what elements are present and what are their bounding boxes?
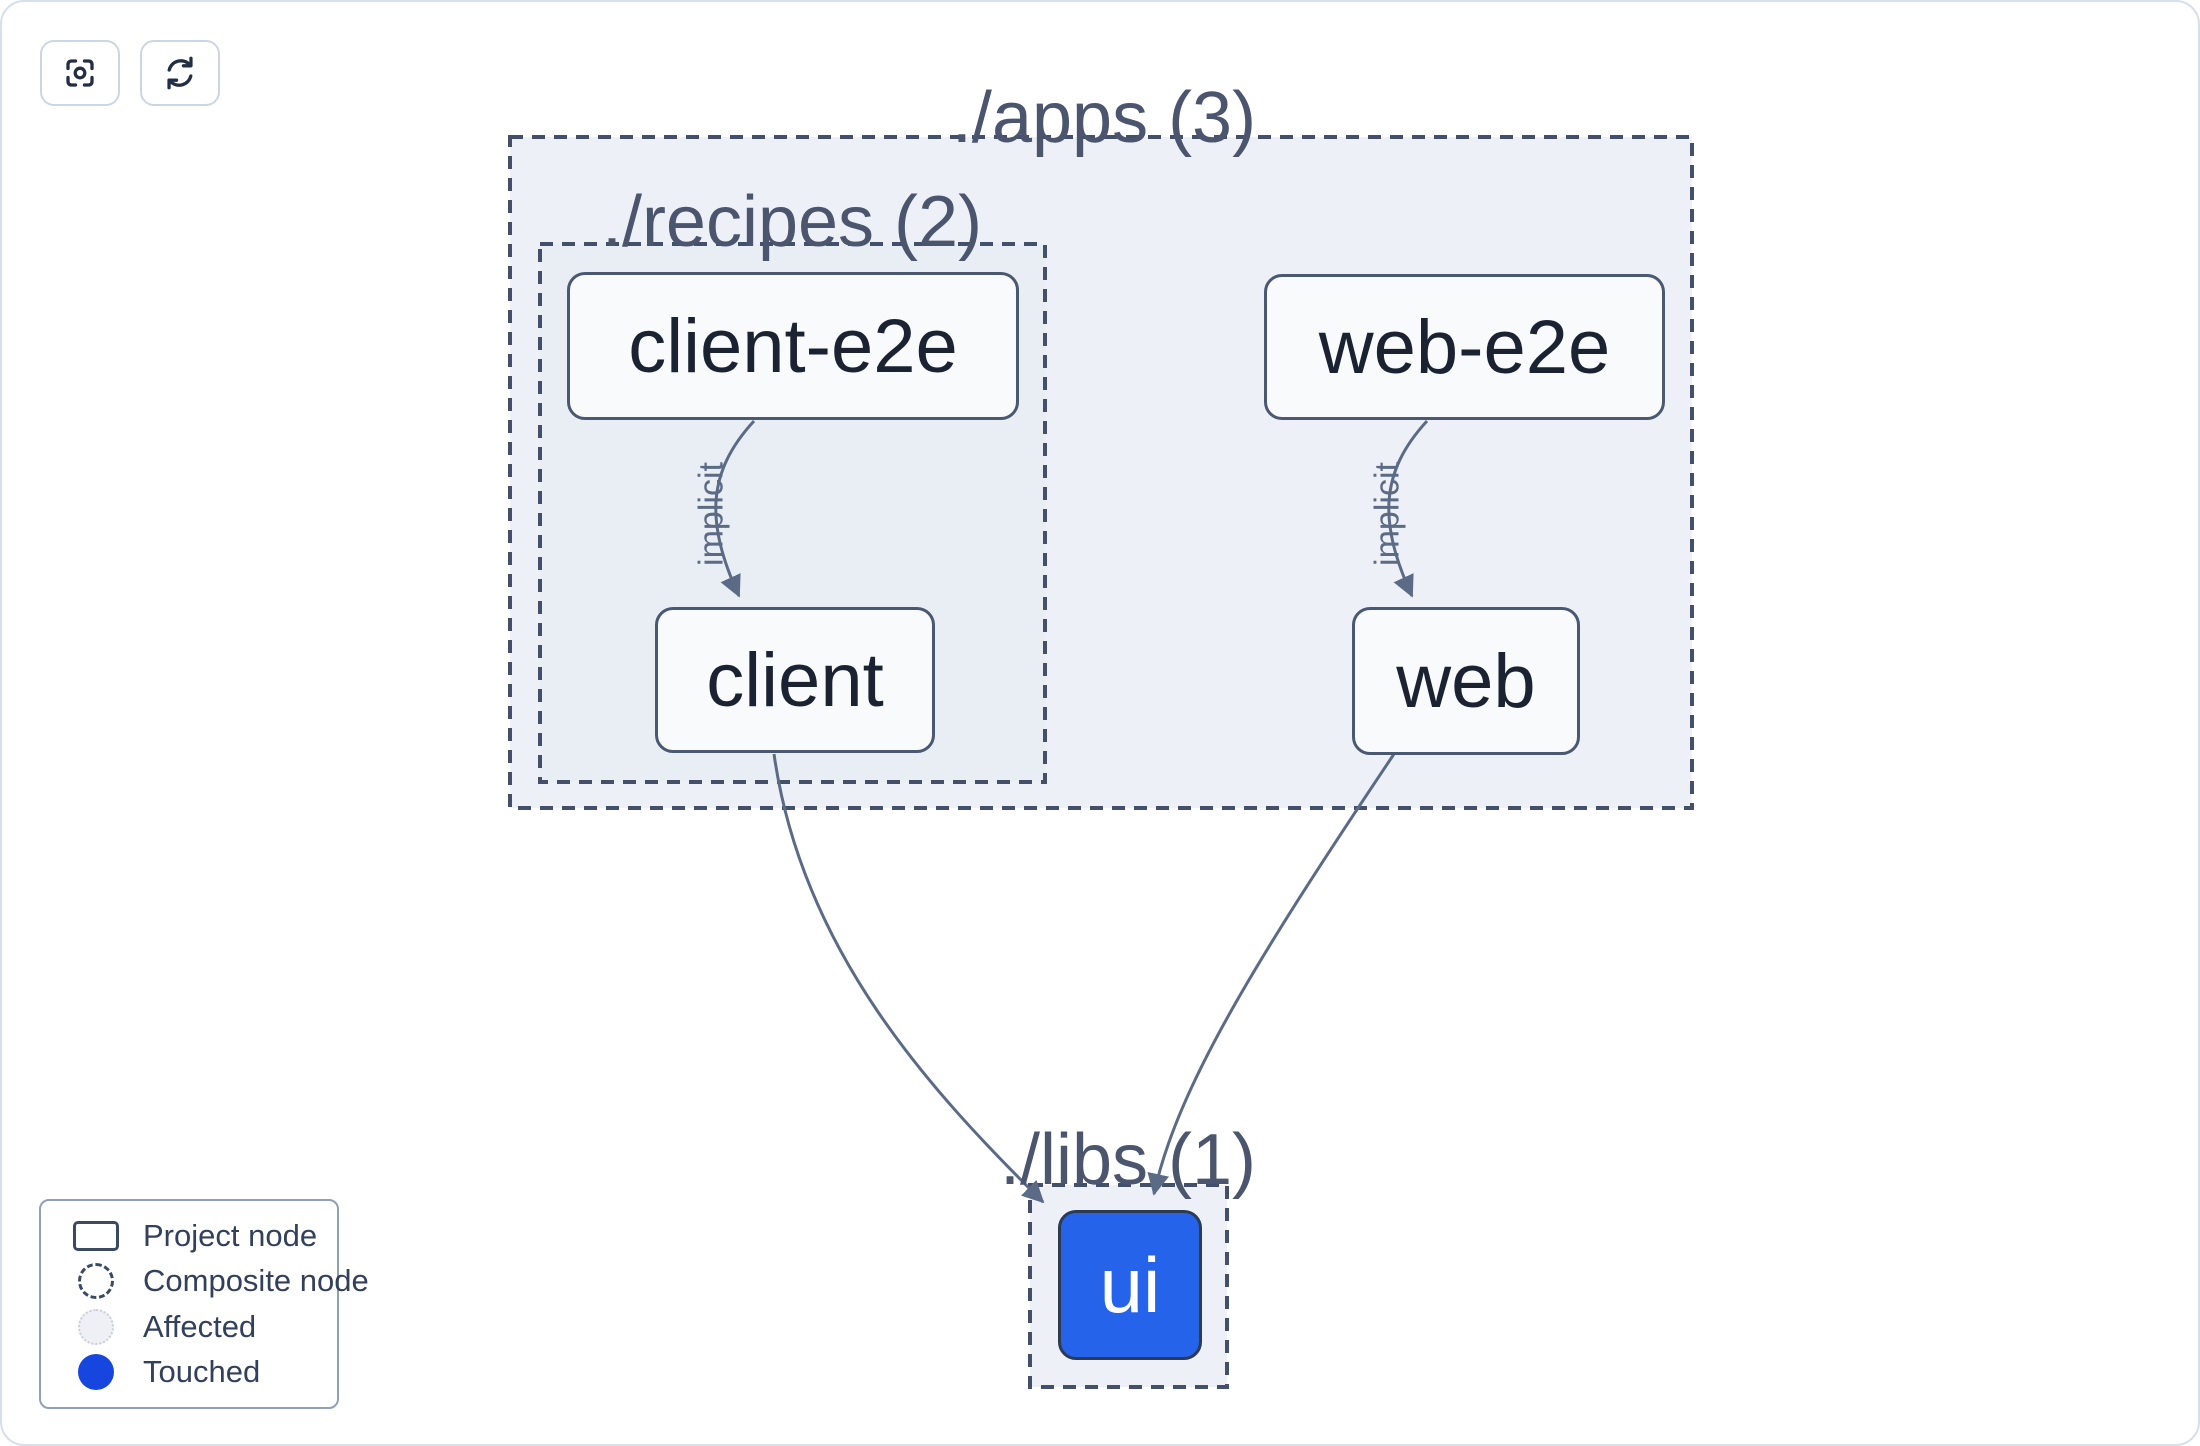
legend-label: Project node	[143, 1218, 318, 1254]
legend-label: Touched	[143, 1353, 261, 1389]
refresh-icon	[167, 56, 193, 90]
focus-crosshair-icon	[66, 59, 94, 87]
touched-symbol	[61, 1353, 131, 1390]
node-ui-touched[interactable]: ui	[1058, 1210, 1202, 1360]
legend-item-affected: Affected	[61, 1308, 337, 1345]
container-title-recipes[interactable]: ./recipes (2)	[601, 182, 983, 262]
legend-label: Affected	[143, 1308, 257, 1344]
edge-label-implicit-web: implicit	[1368, 462, 1407, 566]
container-title-libs[interactable]: ./libs (1)	[999, 1120, 1257, 1200]
composite-node-symbol	[61, 1263, 131, 1300]
affected-symbol	[61, 1308, 131, 1345]
refresh-button[interactable]	[140, 40, 220, 106]
legend-label: Composite node	[143, 1263, 369, 1299]
project-node-symbol	[61, 1221, 131, 1252]
reset-focus-button[interactable]	[40, 40, 120, 106]
edge-client-to-ui[interactable]	[772, 753, 1045, 1204]
node-client-e2e[interactable]: client-e2e	[567, 272, 1019, 420]
graph-legend: Project node Composite node Affected Tou…	[39, 1199, 369, 1409]
node-web[interactable]: web	[1352, 607, 1580, 755]
legend-item-composite-node: Composite node	[61, 1263, 369, 1300]
edge-label-implicit-client: implicit	[692, 462, 731, 566]
edge-web-e2e-to-web[interactable]	[1387, 419, 1429, 598]
edge-client-e2e-to-client[interactable]	[714, 419, 756, 598]
node-web-e2e[interactable]: web-e2e	[1264, 274, 1665, 420]
node-client[interactable]: client	[655, 607, 935, 753]
legend-item-project-node: Project node	[61, 1218, 337, 1254]
legend-item-touched: Touched	[61, 1353, 337, 1390]
edge-web-to-ui[interactable]	[1147, 753, 1396, 1196]
container-title-apps[interactable]: ./apps (3)	[951, 78, 1257, 158]
